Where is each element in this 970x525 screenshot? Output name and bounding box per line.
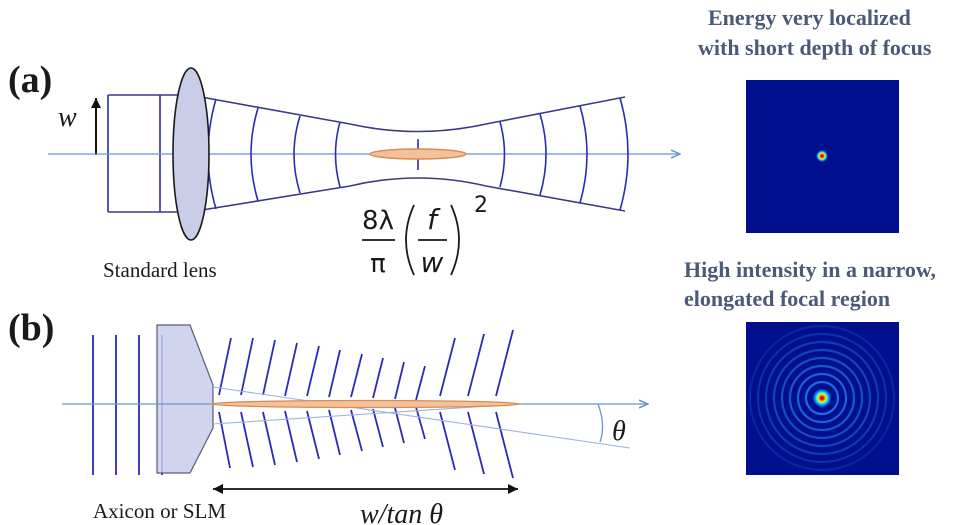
bessel-ring xyxy=(796,372,848,424)
note-a-line2: with short depth of focus xyxy=(698,35,932,60)
angle-symbol: θ xyxy=(612,416,626,447)
note-b-line1: High intensity in a narrow, xyxy=(684,257,936,282)
bessel-spot-image xyxy=(746,322,899,475)
incoming-plane-waves xyxy=(92,335,163,475)
formula-denominator: π xyxy=(370,249,386,279)
bessel-ring xyxy=(780,356,864,440)
conical-wavefronts-outer xyxy=(439,329,514,479)
bessel-ring xyxy=(756,332,888,464)
conical-wavefronts-lower xyxy=(218,406,426,469)
formula-exponent: 2 xyxy=(474,193,488,218)
panel-a-label: (a) xyxy=(8,59,52,101)
length-label: w/tan θ xyxy=(360,499,443,525)
angle-arc xyxy=(597,403,604,443)
bessel-ring xyxy=(764,340,880,456)
diverging-wavefronts xyxy=(499,97,629,211)
gaussian-spot-image xyxy=(746,80,899,233)
conical-wavefronts-upper xyxy=(218,337,426,401)
focused-beam-envelope xyxy=(189,94,626,213)
focal-region-b xyxy=(211,399,521,409)
bessel-ring xyxy=(804,380,840,416)
axicon-caption: Axicon or SLM xyxy=(93,499,226,523)
note-b-line2: elongated focal region xyxy=(684,286,890,311)
lens-caption: Standard lens xyxy=(103,258,217,282)
bessel-ring xyxy=(788,364,856,432)
axicon-icon xyxy=(156,324,214,474)
formula-frac-top: f xyxy=(427,203,441,236)
depth-of-focus-formula: 8λ π f w 2 xyxy=(362,193,488,279)
focal-region-a xyxy=(369,148,467,160)
beam-width-symbol: w xyxy=(58,102,77,133)
panel-b-label: (b) xyxy=(8,307,54,349)
note-a-line1: Energy very localized xyxy=(708,5,911,30)
bessel-ring xyxy=(772,348,872,448)
lens-icon xyxy=(172,67,210,241)
formula-numerator: 8λ xyxy=(362,206,394,236)
formula-frac-bottom: w xyxy=(421,246,444,279)
crossing-rays xyxy=(212,386,631,449)
bessel-ring xyxy=(748,324,896,472)
